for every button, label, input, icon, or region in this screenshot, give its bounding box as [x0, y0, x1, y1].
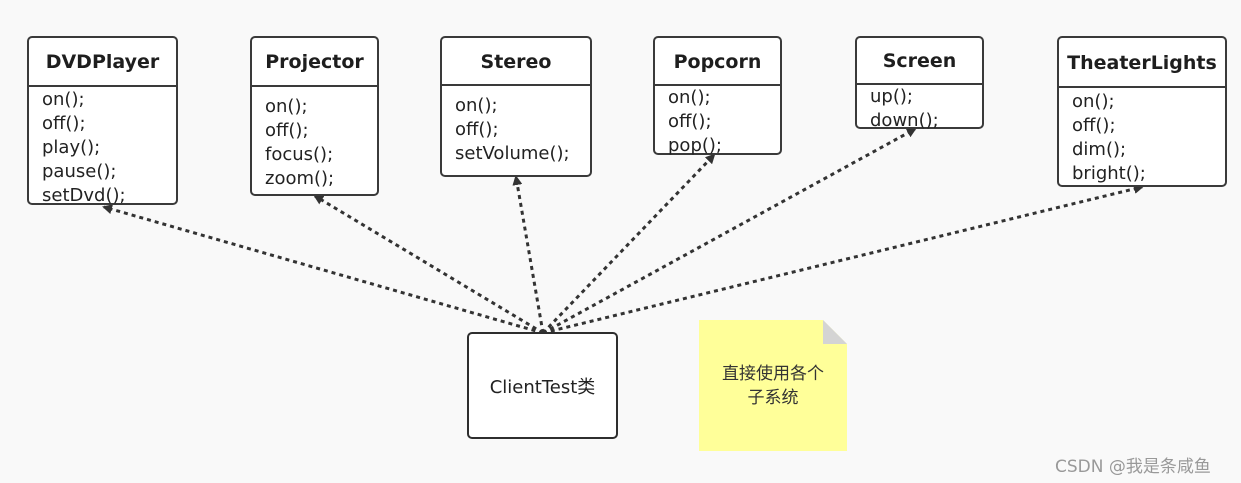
sticky-note[interactable]: [699, 320, 847, 451]
note-line: 子系统: [747, 388, 799, 408]
method: off();: [455, 119, 499, 140]
arrow-to-screen: [542, 127, 917, 335]
method: off();: [265, 120, 309, 141]
class-title: DVDPlayer: [29, 38, 176, 87]
client-test-box[interactable]: ClientTest类: [467, 332, 618, 439]
note-text: 直接使用各个 子系统: [699, 362, 847, 410]
class-popcorn[interactable]: Popcorn on(); off(); pop();: [653, 36, 782, 156]
method: on();: [668, 87, 711, 108]
method: on();: [42, 89, 85, 110]
method: off();: [668, 111, 712, 132]
class-dvdplayer[interactable]: DVDPlayer on(); off(); play(); pause(); …: [27, 36, 178, 206]
watermark: CSDN @我是条咸鱼: [1055, 457, 1211, 477]
method: pop();: [668, 135, 722, 156]
arrow-to-popcorn: [541, 153, 716, 335]
note-fold-corner: [823, 320, 847, 344]
method: up();: [870, 86, 913, 107]
method: setVolume();: [455, 143, 570, 164]
class-title: Screen: [857, 38, 982, 85]
client-label: ClientTest类: [489, 376, 596, 398]
class-title: TheaterLights: [1059, 38, 1225, 88]
method: focus();: [265, 144, 334, 165]
arrow-to-theaterlights: [542, 184, 1144, 335]
method: off();: [1072, 115, 1116, 136]
method: zoom();: [265, 168, 335, 189]
class-stereo[interactable]: Stereo on(); off(); setVolume();: [440, 36, 592, 177]
method: off();: [42, 113, 86, 134]
method: setDvd();: [42, 185, 126, 206]
method: on();: [265, 96, 308, 117]
class-projector[interactable]: Projector on(); off(); focus(); zoom();: [250, 36, 379, 196]
method: on();: [455, 95, 498, 116]
class-theaterlights[interactable]: TheaterLights on(); off(); dim(); bright…: [1057, 36, 1227, 187]
class-title: Popcorn: [655, 38, 780, 86]
method: down();: [870, 110, 939, 131]
method: dim();: [1072, 139, 1127, 160]
class-title: Stereo: [442, 38, 590, 86]
method: play();: [42, 137, 101, 158]
method: on();: [1072, 91, 1115, 112]
note-line: 直接使用各个: [722, 364, 824, 384]
arrow-to-dvdplayer: [102, 204, 544, 335]
method: bright();: [1072, 163, 1146, 184]
method: pause();: [42, 161, 117, 182]
class-title: Projector: [252, 38, 377, 87]
arrow-to-stereo: [512, 175, 545, 334]
arrow-to-projector: [313, 194, 544, 335]
class-screen[interactable]: Screen up(); down();: [855, 36, 984, 131]
